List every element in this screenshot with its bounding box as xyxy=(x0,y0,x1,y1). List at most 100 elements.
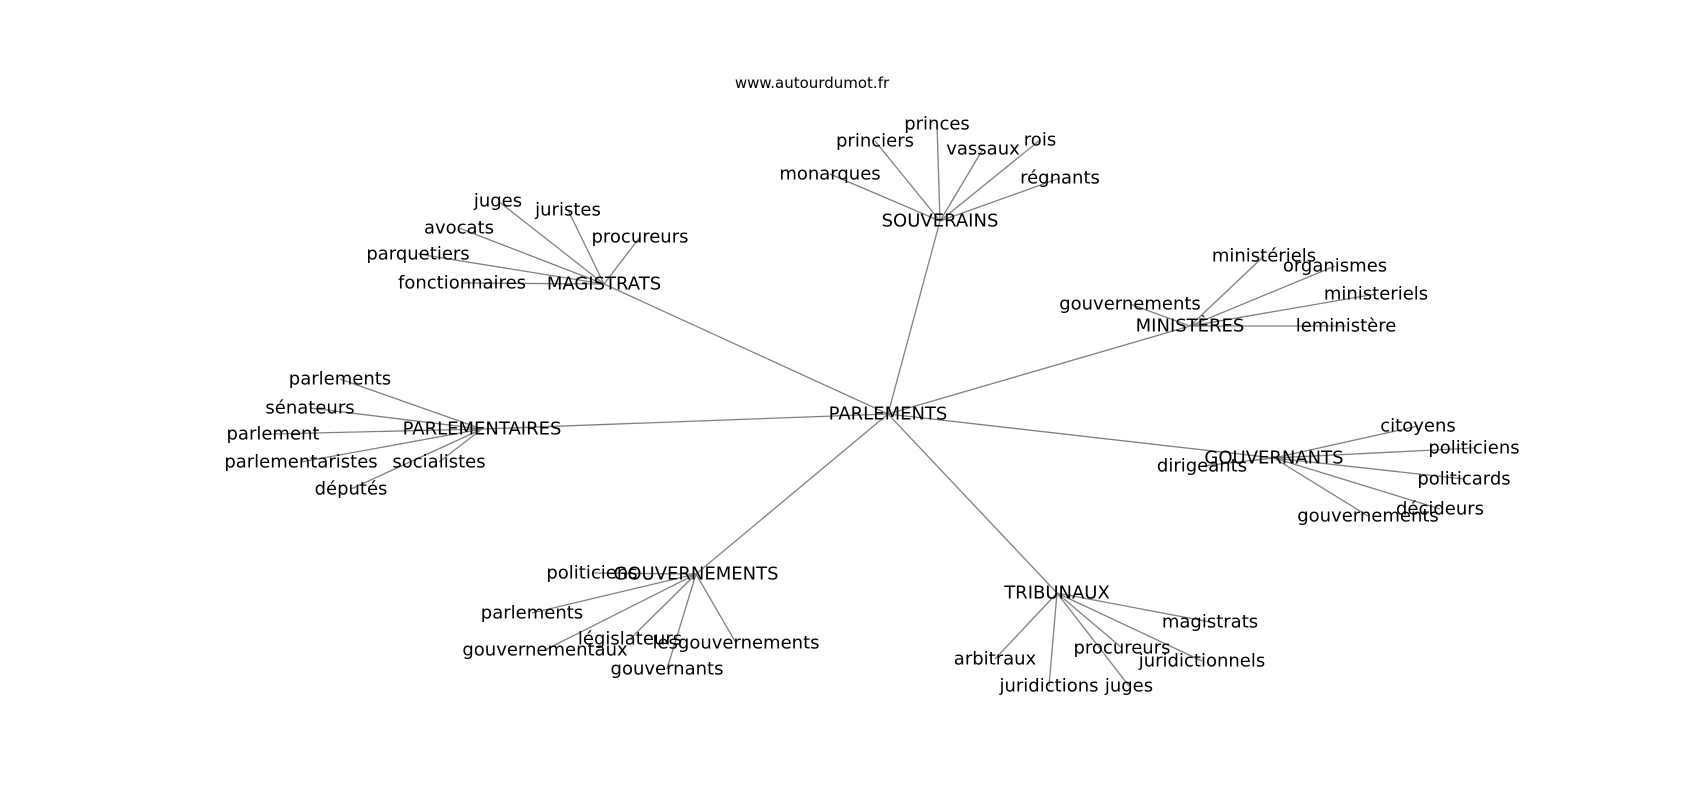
edge-gouvernements-gouvernants xyxy=(666,573,697,670)
edge-parlementaires-parlementaristes xyxy=(300,428,483,463)
edge-tribunaux-juges xyxy=(1056,592,1130,687)
word-node-dirigeants: dirigeants xyxy=(1157,456,1247,477)
edge-souverains-regnants xyxy=(939,177,1061,222)
group-node-tribunaux: TRIBUNAUX xyxy=(1003,583,1110,604)
edge-magistrats-juges xyxy=(497,200,605,285)
word-node-parlementaristes: parlementaristes xyxy=(224,452,377,473)
edge-ministeres-ministeriels xyxy=(1189,293,1377,327)
edge-root-ministeres xyxy=(887,325,1191,415)
edge-gouvernements-politiciens xyxy=(591,572,697,575)
word-node-juridictions: juridictions xyxy=(999,676,1099,697)
edge-souverains-princes xyxy=(936,123,941,222)
word-node-procureurs: procureurs xyxy=(591,227,688,248)
edge-parlementaires-senateurs xyxy=(309,407,483,430)
word-node-senateurs: sénateurs xyxy=(265,398,354,419)
edge-magistrats-parquetiers xyxy=(417,253,605,285)
word-node-citoyens: citoyens xyxy=(1380,416,1455,437)
word-node-legislateurs: législateurs xyxy=(578,629,682,650)
edge-gouvernants-politicards xyxy=(1273,457,1465,480)
word-node-juges: juges xyxy=(1104,676,1153,697)
edge-gouvernants-dirigeants xyxy=(1201,457,1275,467)
word-node-juridictionnels: juridictionnels xyxy=(1138,651,1265,672)
edge-gouvernants-gouvernements xyxy=(1273,457,1369,517)
edge-souverains-vassaux xyxy=(939,148,984,222)
word-node-lesgouvernements: lesgouvernements xyxy=(652,633,819,654)
word-node-leministere: leministère xyxy=(1296,316,1397,337)
edge-root-souverains xyxy=(887,220,941,415)
word-node-deputes: députés xyxy=(315,479,388,500)
edge-root-parlementaires xyxy=(481,413,889,430)
word-node-politiciens: politiciens xyxy=(1428,438,1519,459)
word-node-gouvernants: gouvernants xyxy=(611,659,724,680)
word-node-ministeriels: ministeriels xyxy=(1324,284,1428,305)
edge-magistrats-avocats xyxy=(458,227,605,285)
word-node-regnants: régnants xyxy=(1020,168,1100,189)
edge-gouvernants-citoyens xyxy=(1273,425,1419,459)
edge-tribunaux-arbitraux xyxy=(994,592,1058,660)
edge-tribunaux-magistrats xyxy=(1056,592,1211,623)
word-node-politicards: politicards xyxy=(1417,469,1510,490)
word-node-procureurs: procureurs xyxy=(1073,638,1170,659)
edge-ministeres-ministeriels xyxy=(1189,255,1265,327)
word-node-parlement: parlement xyxy=(226,424,319,445)
edge-magistrats-juristes xyxy=(567,209,605,285)
word-node-juges: juges xyxy=(473,191,522,212)
word-node-decideurs: décideurs xyxy=(1396,499,1484,520)
group-node-souverains: SOUVERAINS xyxy=(882,211,999,232)
word-node-ministeriels: ministériels xyxy=(1212,246,1316,267)
edge-root-gouvernements xyxy=(695,413,889,575)
word-node-parlements: parlements xyxy=(481,603,583,624)
word-node-avocats: avocats xyxy=(424,218,494,239)
edge-tribunaux-procureurs xyxy=(1056,592,1123,649)
group-node-ministeres: MINISTÈRES xyxy=(1136,315,1245,337)
word-node-monarques: monarques xyxy=(779,164,880,185)
edge-ministeres-organismes xyxy=(1189,265,1336,327)
word-node-politiciens: politiciens xyxy=(546,563,637,584)
edge-root-magistrats xyxy=(603,283,889,415)
edge-gouvernements-gouvernementaux xyxy=(544,573,697,651)
edge-gouvernements-parlements xyxy=(531,573,697,614)
edge-parlementaires-parlement xyxy=(272,428,483,435)
word-node-juristes: juristes xyxy=(534,200,601,221)
edge-parlementaires-parlements xyxy=(339,378,483,430)
edge-gouvernements-legislateurs xyxy=(629,573,697,640)
edge-root-tribunaux xyxy=(887,413,1058,594)
word-node-magistrats: magistrats xyxy=(1162,612,1258,633)
edge-ministeres-gouvernements xyxy=(1129,303,1191,327)
group-node-magistrats: MAGISTRATS xyxy=(547,274,661,295)
word-node-princes: princes xyxy=(904,114,970,135)
edge-parlementaires-socialistes xyxy=(438,428,483,463)
word-node-rois: rois xyxy=(1024,130,1056,151)
edge-souverains-monarques xyxy=(829,173,941,222)
word-node-organismes: organismes xyxy=(1283,256,1387,277)
edge-magistrats-procureurs xyxy=(603,236,641,285)
edge-gouvernements-lesgouvernements xyxy=(695,573,737,644)
word-node-arbitraux: arbitraux xyxy=(954,649,1037,670)
word-node-parlements: parlements xyxy=(289,369,391,390)
edge-parlementaires-deputes xyxy=(350,428,483,490)
word-node-fonctionnaires: fonctionnaires xyxy=(398,273,526,294)
word-node-gouvernements: gouvernements xyxy=(1297,506,1439,527)
graph-edges xyxy=(272,123,1475,687)
word-node-gouvernementaux: gouvernementaux xyxy=(462,640,628,661)
source-watermark: www.autourdumot.fr xyxy=(735,74,890,92)
edge-gouvernants-politiciens xyxy=(1273,447,1475,459)
edge-souverains-rois xyxy=(939,139,1041,222)
word-node-princiers: princiers xyxy=(836,131,914,152)
edge-root-gouvernants xyxy=(887,413,1275,459)
word-node-vassaux: vassaux xyxy=(946,139,1020,160)
edge-souverains-princiers xyxy=(874,140,941,222)
group-node-parlementaires: PARLEMENTAIRES xyxy=(403,419,562,440)
graph-labels: PARLEMENTSSOUVERAINSmonarquesprincierspr… xyxy=(224,114,1519,697)
root-node-label: PARLEMENTS xyxy=(829,404,948,425)
word-node-gouvernements: gouvernements xyxy=(1059,294,1201,315)
edge-tribunaux-juridictions xyxy=(1048,592,1058,687)
word-node-socialistes: socialistes xyxy=(392,452,485,473)
group-node-gouvernements: GOUVERNEMENTS xyxy=(613,564,778,585)
edge-magistrats-fonctionnaires xyxy=(461,282,605,285)
word-node-parquetiers: parquetiers xyxy=(366,244,469,265)
group-node-gouvernants: GOUVERNANTS xyxy=(1204,448,1343,469)
edge-gouvernants-decideurs xyxy=(1273,457,1441,510)
edge-tribunaux-juridictionnels xyxy=(1056,592,1203,662)
